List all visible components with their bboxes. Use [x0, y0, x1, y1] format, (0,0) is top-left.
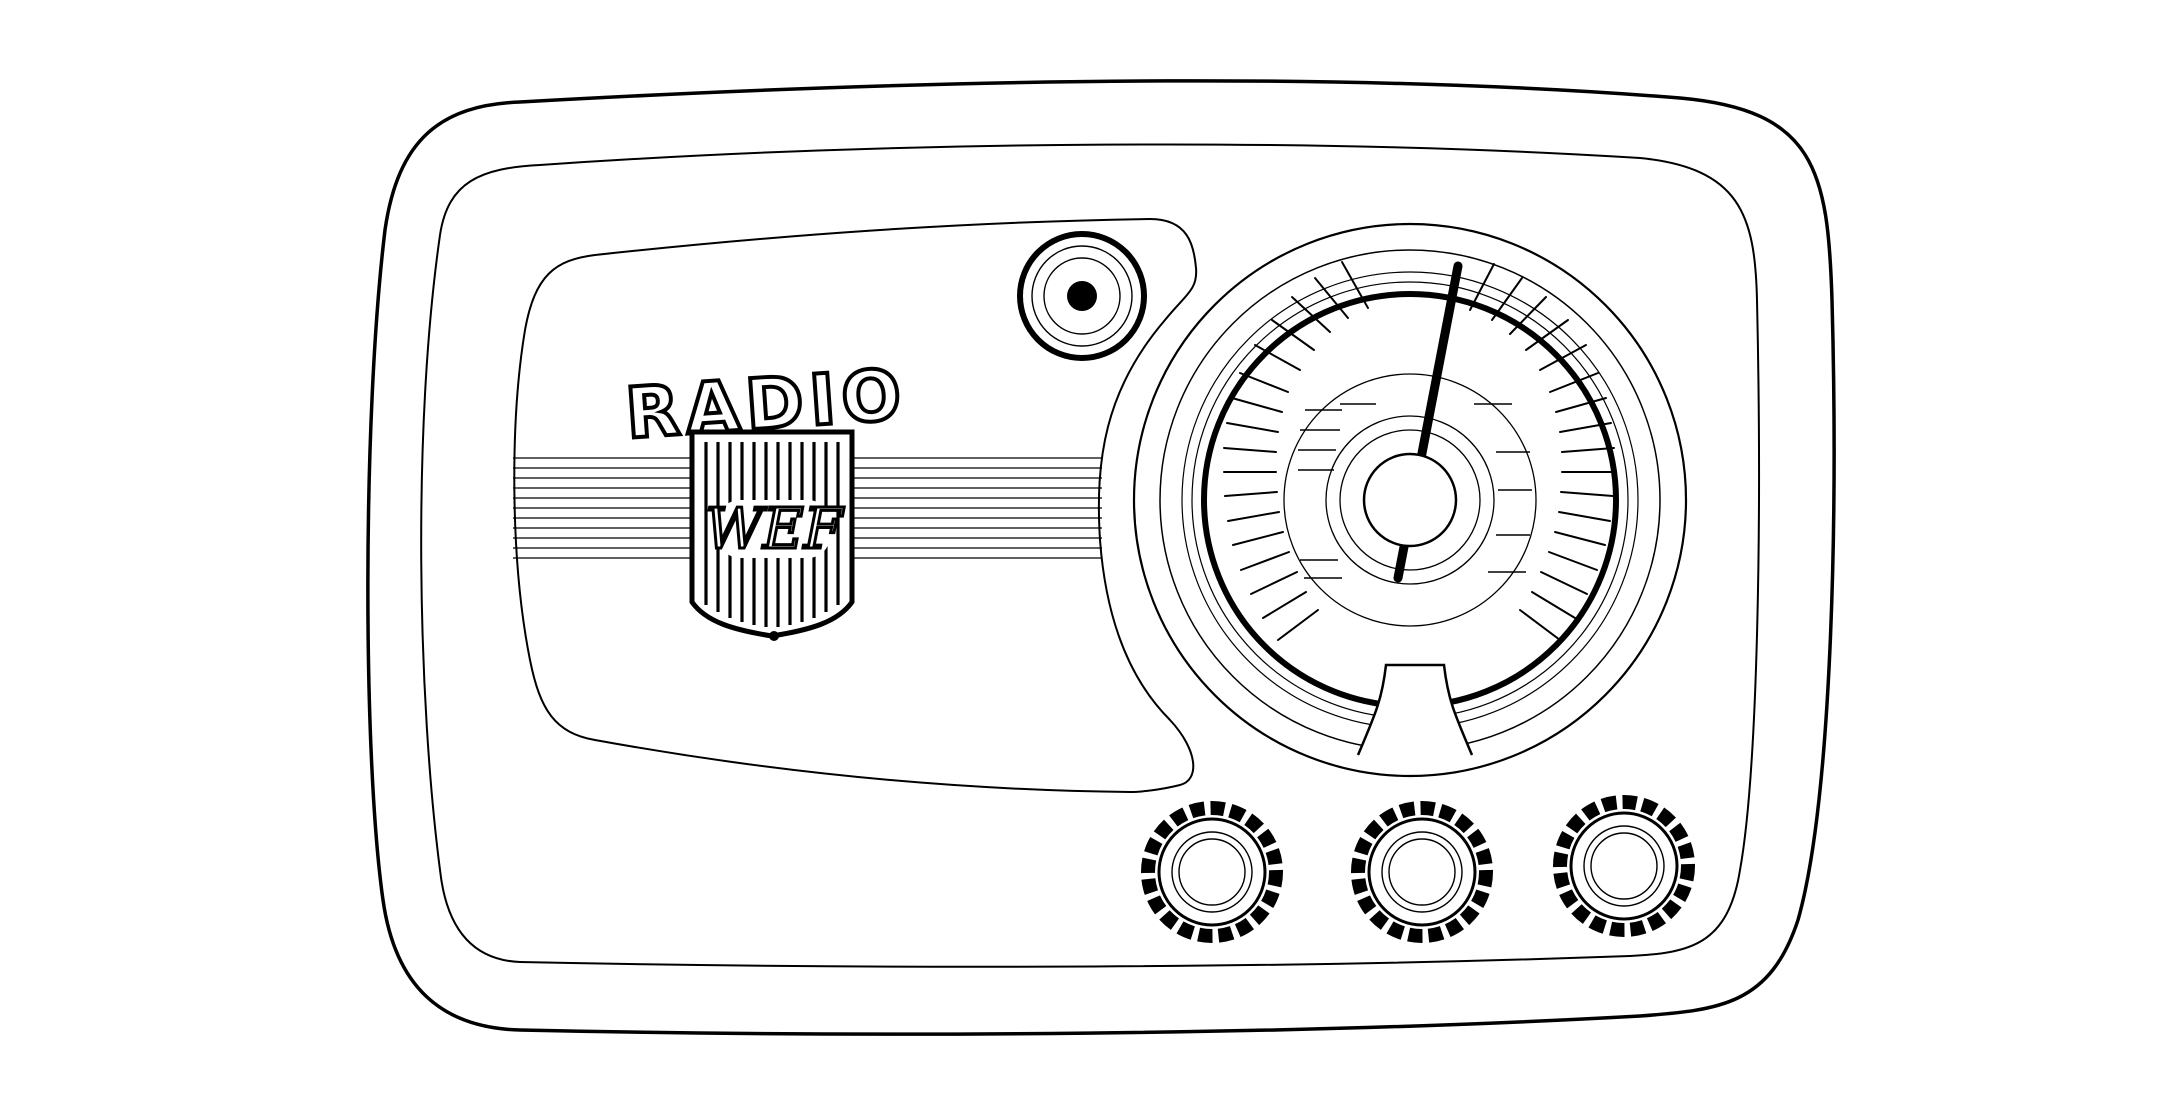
dial-scale-outer	[1223, 261, 1615, 641]
logo-monogram: WEF	[705, 497, 844, 562]
dial-hub	[1362, 452, 1458, 548]
speaker-panel	[513, 217, 1198, 794]
dial-scale-inner	[1298, 403, 1532, 579]
tuning-dial[interactable]	[1132, 222, 1688, 778]
indicator-light[interactable]	[1017, 231, 1147, 361]
knob-tuning[interactable]	[1553, 795, 1695, 937]
knob-volume[interactable]	[1141, 801, 1283, 943]
dial-pointer-base	[1356, 663, 1474, 756]
knob-tone[interactable]	[1351, 801, 1493, 943]
